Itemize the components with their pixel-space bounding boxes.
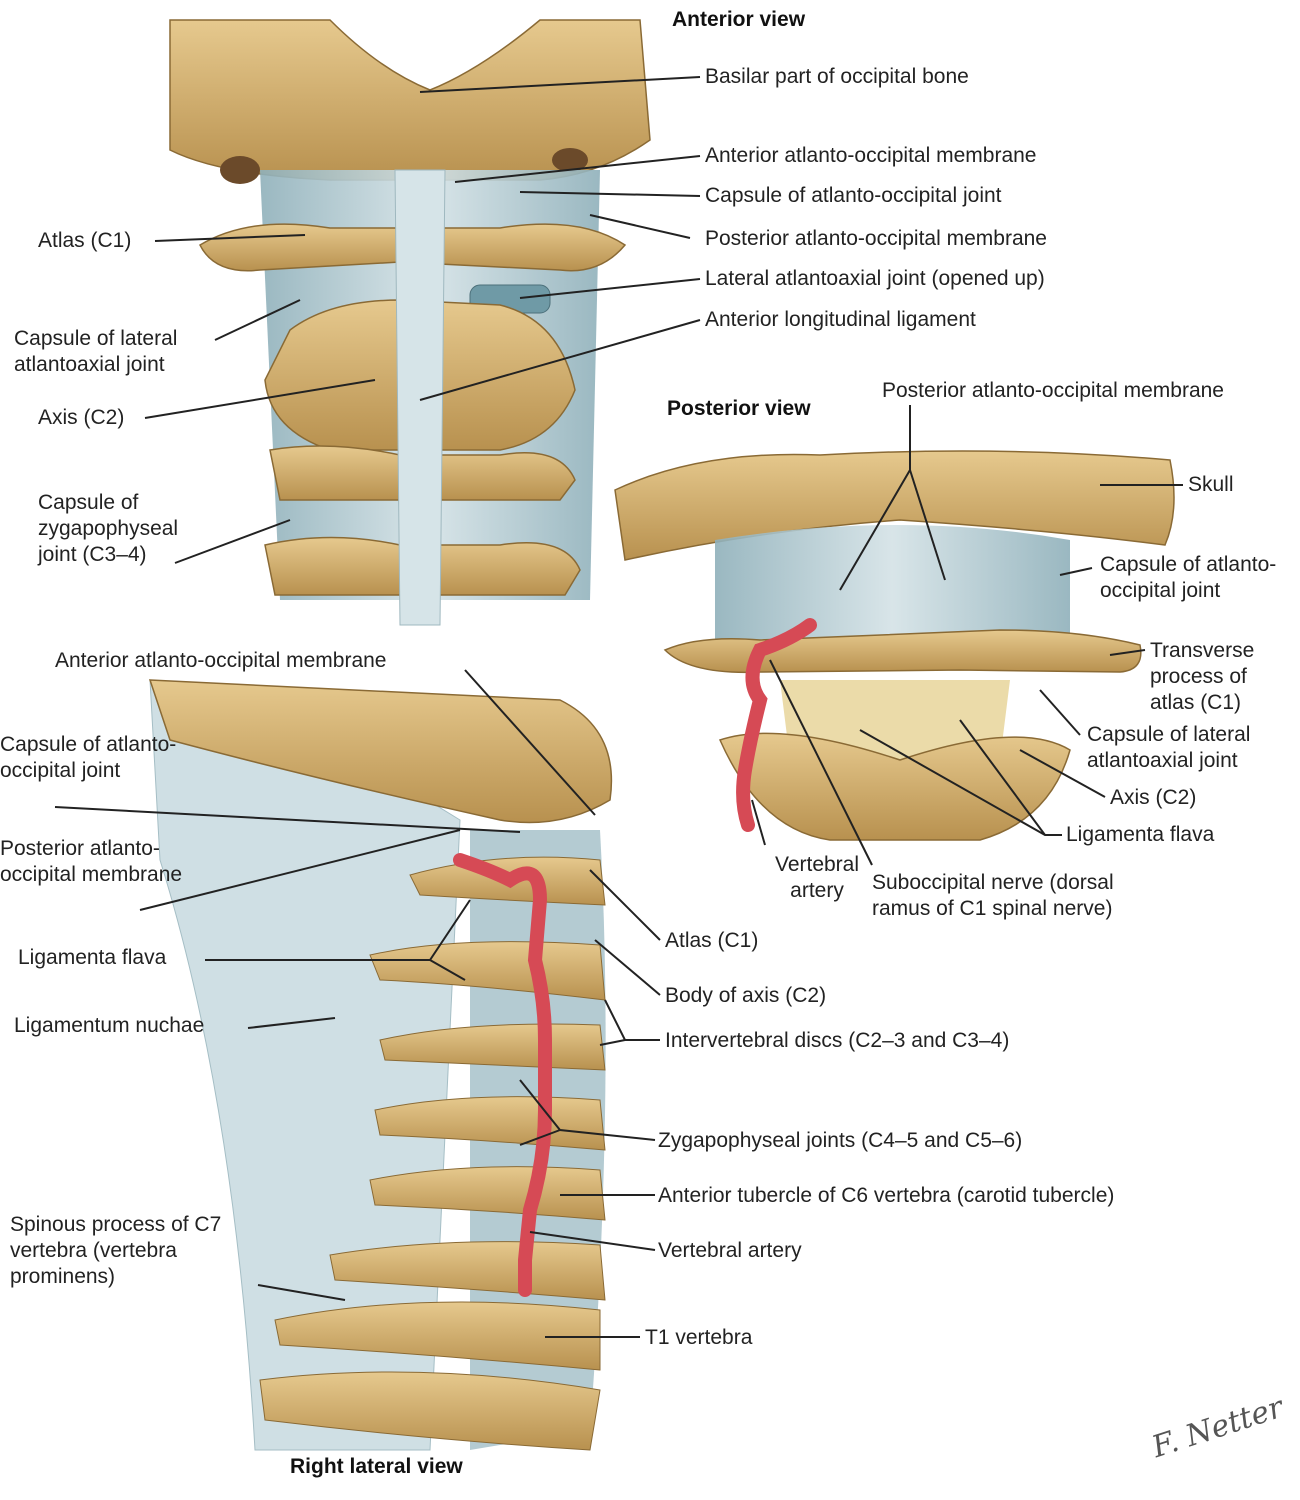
ligamenta-flava-posterior-shape: [780, 680, 1010, 760]
lateral-occipital-shape: [148, 679, 613, 824]
posterior-vertebral-artery-shape: [736, 618, 817, 832]
label-intervertebral-discs: Intervertebral discs (C2–3 and C3–4): [665, 1029, 1010, 1052]
leader-lines: [54, 76, 1183, 1338]
label-vertebral-artery-post: Vertebral artery: [774, 853, 860, 902]
lateral-view-title: Right lateral view: [290, 1455, 463, 1478]
posterior-view-figure: [614, 450, 1175, 841]
label-vertebral-artery-lat: Vertebral artery: [658, 1239, 802, 1262]
skull-shape: [614, 450, 1175, 561]
anterior-view-figure: [169, 19, 651, 626]
posterior-view-title: Posterior view: [667, 397, 811, 420]
label-t1-vertebra: T1 vertebra: [645, 1326, 753, 1349]
label-atlas-anterior: Atlas (C1): [38, 229, 132, 252]
anterior-view-title: Anterior view: [672, 8, 806, 31]
label-basilar-part: Basilar part of occipital bone: [705, 65, 969, 88]
lateral-view-figure: [148, 679, 613, 1451]
label-lateral-aa-joint-opened: Lateral atlantoaxial joint (opened up): [705, 267, 1045, 290]
label-ligamenta-flava-lat: Ligamenta flava: [18, 946, 167, 969]
label-transverse-process: Transverse process of atlas (C1): [1150, 639, 1255, 714]
posterior-axis-shape: [718, 732, 1071, 841]
label-capsule-ao-joint-post: Capsule of atlanto-occipital joint: [1100, 553, 1277, 602]
label-posterior-ao-membrane: Posterior atlanto-occipital membrane: [705, 227, 1047, 250]
label-zygapophyseal-joints: Zygapophyseal joints (C4–5 and C5–6): [658, 1129, 1023, 1152]
label-capsule-ao-joint: Capsule of atlanto-occipital joint: [705, 184, 1002, 207]
label-capsule-lateral-aa-anterior: Capsule of lateral atlantoaxial joint: [14, 327, 178, 376]
label-anterior-tubercle-c6: Anterior tubercle of C6 vertebra (caroti…: [658, 1184, 1115, 1207]
label-axis-anterior: Axis (C2): [38, 406, 125, 429]
label-body-of-axis: Body of axis (C2): [665, 984, 827, 1007]
label-ligamenta-flava-post: Ligamenta flava: [1066, 823, 1215, 846]
label-anterior-longitudinal-ligament: Anterior longitudinal ligament: [705, 308, 976, 331]
label-capsule-lateral-aa-post: Capsule of lateral atlantoaxial joint: [1087, 723, 1251, 772]
label-axis-post: Axis (C2): [1110, 786, 1197, 809]
label-skull: Skull: [1188, 473, 1234, 496]
label-capsule-ao-joint-lat: Capsule of atlanto-occipital joint: [0, 733, 177, 782]
label-suboccipital-nerve: Suboccipital nerve (dorsal ramus of C1 s…: [872, 871, 1114, 920]
label-atlas-lat: Atlas (C1): [665, 929, 759, 952]
label-anterior-ao-membrane: Anterior atlanto-occipital membrane: [705, 144, 1037, 167]
posterior-membrane-shape: [715, 525, 1070, 650]
label-capsule-zygapophyseal: Capsule of zygapophyseal joint (C3–4): [38, 491, 179, 566]
label-ligamentum-nuchae: Ligamentum nuchae: [14, 1014, 205, 1037]
lateral-vertebral-artery-shape: [453, 853, 552, 1297]
label-spinous-c7: Spinous process of C7 vertebra (vertebra…: [10, 1213, 222, 1288]
label-posterior-ao-membrane-post: Posterior atlanto-occipital membrane: [882, 379, 1224, 402]
c7-spinous-shape: [274, 1301, 601, 1371]
label-anterior-ao-membrane-lat: Anterior atlanto-occipital membrane: [55, 649, 387, 672]
label-posterior-ao-membrane-lat: Posterior atlanto-occipital membrane: [0, 837, 183, 886]
anterior-longitudinal-ligament-shape: [394, 169, 446, 626]
